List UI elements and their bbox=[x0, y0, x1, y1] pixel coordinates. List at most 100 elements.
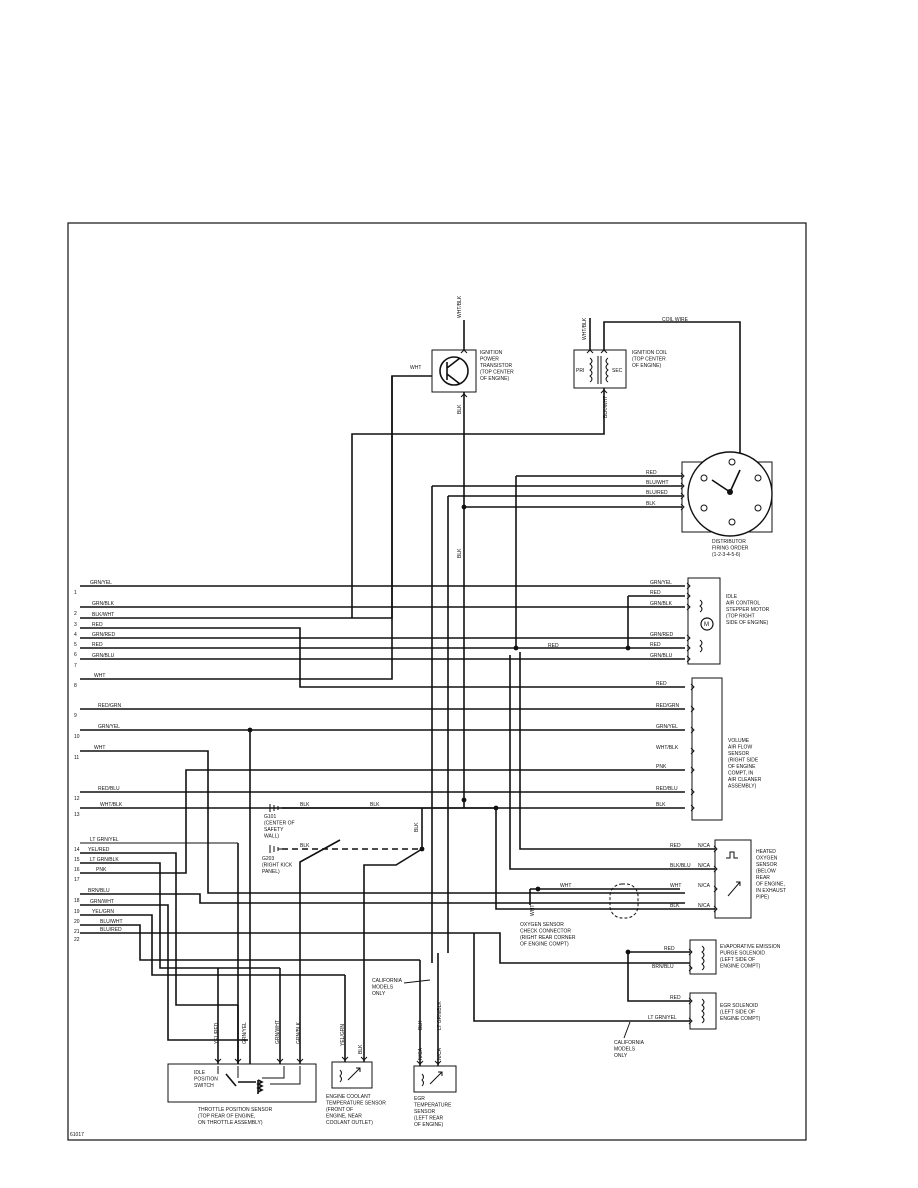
egr-solenoid-wire-label: LT GRN/YEL bbox=[648, 1015, 677, 1021]
label-line: FIRING ORDER bbox=[712, 546, 749, 552]
connector-chevron bbox=[296, 1058, 304, 1063]
label-line: COOLANT OUTLET) bbox=[326, 1120, 373, 1126]
connector-chevron bbox=[690, 788, 695, 796]
label-line: (RIGHT SIDE bbox=[728, 758, 759, 764]
motor-m: M bbox=[704, 622, 709, 628]
ecu-pin-wire-label: PNK bbox=[96, 867, 107, 873]
label-line: ENGINE COOLANT bbox=[326, 1094, 371, 1100]
label-line: ON THROTTLE ASSEMBLY) bbox=[198, 1120, 263, 1126]
ecu-pin-wire-label: GRN/YEL bbox=[90, 580, 112, 586]
connector-chevron bbox=[234, 1058, 242, 1063]
ecu-pin-wire-label: YEL/GRN bbox=[92, 909, 114, 915]
vaf-wire-label: WHT/BLK bbox=[656, 745, 679, 751]
label-line: (LEFT SIDE OF bbox=[720, 1010, 755, 1016]
o2-nca-label: N/CA bbox=[698, 903, 711, 909]
check-connector-wire-label: WHT bbox=[560, 883, 571, 889]
connector-chevron bbox=[713, 905, 718, 913]
label-line: IGNITION COIL bbox=[632, 350, 668, 356]
egr-temp-nca-label: N/CA bbox=[437, 1047, 443, 1060]
idle-motor-wire-label: GRN/BLK bbox=[650, 601, 673, 607]
ecu-pin-wire-label: LT GRN/YEL bbox=[90, 837, 119, 843]
egr-temp-wire-label: BLK bbox=[418, 1020, 424, 1030]
idle-motor-wire-label: RED bbox=[650, 590, 661, 596]
label-line: MODELS bbox=[614, 1047, 636, 1053]
label-line: IDLE bbox=[726, 594, 738, 600]
ecu-pin-wire-label: GRN/YEL bbox=[98, 724, 120, 730]
connector-chevron bbox=[360, 1056, 368, 1061]
label-line: (TOP RIGHT bbox=[726, 614, 755, 620]
label-line: G101 bbox=[264, 814, 276, 820]
ground-blk-2: BLK bbox=[370, 802, 380, 808]
ecu-pin-wire-label: WHT/BLK bbox=[100, 802, 123, 808]
ecu-pin-wire-label: GRN/WHT bbox=[90, 899, 114, 905]
label-line: (BELOW bbox=[756, 869, 776, 875]
label-line: OF ENGINE bbox=[728, 764, 756, 770]
label-line: (LEFT SIDE OF bbox=[720, 957, 755, 963]
o2-nca-label: N/CA bbox=[698, 843, 711, 849]
label-line: SENSOR bbox=[414, 1109, 436, 1115]
ecu-pin-number: 7 bbox=[74, 663, 77, 669]
junction-dots bbox=[247, 504, 631, 955]
label-line: EGR SOLENOID bbox=[720, 1003, 758, 1009]
connector-chevron bbox=[686, 582, 691, 590]
label-line: VOLUME bbox=[728, 738, 750, 744]
ecu-pin-number: 1 bbox=[74, 590, 77, 596]
ecu-pin-number: 11 bbox=[74, 755, 79, 761]
evap-wire-label: RED bbox=[664, 946, 675, 952]
label-line: POSITION bbox=[194, 1077, 218, 1083]
vaf-wire-label: RED bbox=[656, 681, 667, 687]
ground-blk-3: BLK bbox=[300, 843, 310, 849]
connector-chevron bbox=[460, 349, 468, 354]
ecu-pin-wire-label: RED bbox=[92, 622, 103, 628]
label-line: OXYGEN bbox=[756, 856, 778, 862]
label-line: SENSOR bbox=[728, 751, 750, 757]
ecu-pin-wire-label: RED/BLU bbox=[98, 786, 120, 792]
connector-chevron bbox=[686, 634, 691, 642]
connector-chevron bbox=[713, 885, 718, 893]
label-line: MODELS bbox=[372, 985, 394, 991]
label-line: (TOP CENTER bbox=[632, 357, 666, 363]
label-line: G203 bbox=[262, 856, 274, 862]
connector-chevron bbox=[686, 644, 691, 652]
vaf-wire-label: GRN/YEL bbox=[656, 724, 678, 730]
ect-wire-label: YEL/GRN bbox=[340, 1024, 346, 1046]
label-line: (FRONT OF bbox=[326, 1107, 353, 1113]
label-line: ENGINE COMPT) bbox=[720, 964, 761, 970]
ecu-pin-number: 14 bbox=[74, 847, 80, 853]
connector-chevron bbox=[680, 472, 685, 480]
tps-label: THROTTLE POSITION SENSOR(TOP REAR OF ENG… bbox=[198, 1107, 273, 1126]
label-line: OXYGEN SENSOR bbox=[520, 922, 564, 928]
ecu-pin-wire-label: RED/GRN bbox=[98, 703, 121, 709]
label-line: REAR bbox=[756, 875, 770, 881]
idle-motor-wire-label: GRN/BLU bbox=[650, 653, 673, 659]
label-line: CALIFORNIA bbox=[614, 1040, 645, 1046]
label-line: (TOP REAR OF ENGINE, bbox=[198, 1114, 255, 1120]
ecu-pin-wire-label: BLU/WHT bbox=[100, 919, 123, 925]
ecu-pin-number: 2 bbox=[74, 611, 77, 617]
connector-chevron bbox=[690, 747, 695, 755]
label-line: ENGINE, NEAR bbox=[326, 1114, 362, 1120]
connector-chevron bbox=[686, 655, 691, 663]
connector-chevron bbox=[686, 603, 691, 611]
label-line: (LEFT REAR bbox=[414, 1116, 443, 1122]
ecu-pin-wire-label: BRN/BLU bbox=[88, 888, 110, 894]
ecu-pin-wire-label: WHT bbox=[94, 673, 105, 679]
label-line: ONLY bbox=[372, 991, 386, 997]
o2-wire-label: BLK bbox=[670, 903, 680, 909]
label-line: AIR FLOW bbox=[728, 745, 752, 751]
connector-chevron bbox=[680, 492, 685, 500]
o2-wire-label: RED bbox=[670, 843, 681, 849]
ecu-pin-number: 5 bbox=[74, 642, 77, 648]
ground-blk-1: BLK bbox=[300, 802, 310, 808]
connector-chevron bbox=[713, 865, 718, 873]
egr-temp-wire-label: LT GRN/BLK bbox=[437, 1001, 443, 1030]
label-line: ONLY bbox=[614, 1053, 628, 1059]
label-line: SENSOR bbox=[756, 862, 778, 868]
label-line: AIR CONTROL bbox=[726, 601, 760, 607]
